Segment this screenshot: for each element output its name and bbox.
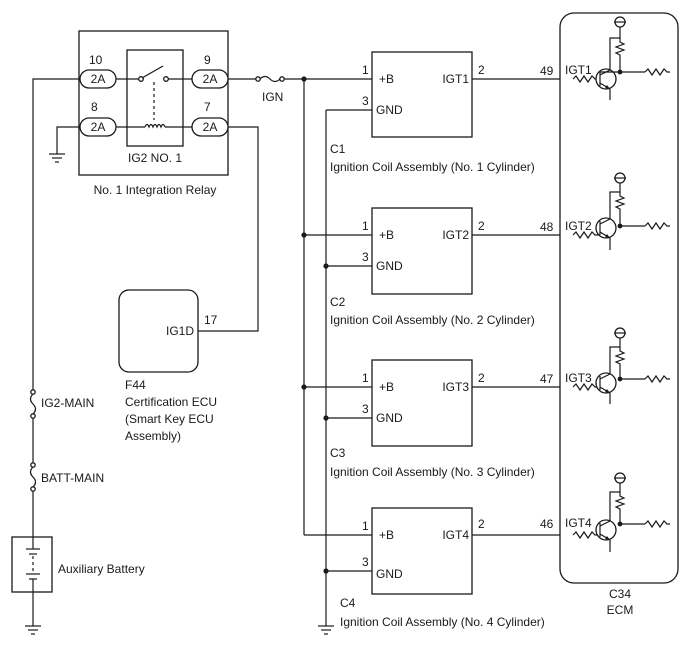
ecu-name-line: Certification ECU	[125, 395, 217, 409]
ecm-label-igt3: IGT3	[565, 371, 592, 385]
coil-1-gnd-label: GND	[376, 103, 403, 117]
relay-name: No. 1 Integration Relay	[94, 183, 217, 197]
coil-2-igt-label: IGT2	[442, 228, 469, 242]
coil-4-pin-gnd: 3	[362, 555, 369, 569]
coil-3-pin-out: 2	[478, 371, 485, 385]
junction-dot	[323, 568, 329, 574]
coil-4-name: Ignition Coil Assembly (No. 4 Cylinder)	[340, 615, 545, 629]
coil-3-gnd-label: GND	[376, 411, 403, 425]
ecm-label-igt4: IGT4	[565, 516, 592, 530]
ecm-label-igt1: IGT1	[565, 63, 592, 77]
coil-3-igt-label: IGT3	[442, 380, 469, 394]
coil-2-pin-out: 2	[478, 219, 485, 233]
connector-label: 2A	[203, 120, 218, 134]
ground-icon	[25, 625, 41, 635]
coil-3-name: Ignition Coil Assembly (No. 3 Cylinder)	[330, 465, 535, 479]
coil-1-pin-out: 2	[478, 63, 485, 77]
coil-1-box	[371, 51, 473, 138]
junction-dot	[301, 76, 307, 82]
certification-ecu: IG1D 17 F44 Certification ECU (Smart Key…	[118, 289, 218, 443]
ignition-coil-2: +B GND IGT2 1 3 2 C2 Ignition Coil Assem…	[301, 207, 573, 327]
junction-dot	[323, 263, 329, 269]
ecu-pin-name: IG1D	[166, 324, 194, 338]
fuse-ig2-main-icon	[29, 389, 37, 419]
transistor-icon	[572, 16, 670, 100]
relay-coil	[144, 123, 166, 129]
coil-1-code: C1	[330, 142, 346, 156]
coil-3-pin-b: 1	[362, 371, 369, 385]
pin-number: 10	[89, 53, 103, 67]
pin-number: 8	[91, 100, 98, 114]
coil-2-name: Ignition Coil Assembly (No. 2 Cylinder)	[330, 313, 535, 327]
coil-2-pin-gnd: 3	[362, 250, 369, 264]
ecm-name: ECM	[607, 603, 634, 617]
transistor-icon	[572, 172, 670, 250]
coil-1-igt-label: IGT1	[442, 72, 469, 86]
relay-ig2-no1	[126, 49, 184, 147]
battery-label: Auxiliary Battery	[58, 562, 145, 576]
fuse-label-ig2-main: IG2-MAIN	[41, 396, 94, 410]
ecm-pin-49: 49	[540, 64, 554, 78]
certification-ecu-box	[118, 289, 199, 373]
integration-relay: 2A 2A 2A 2A 10 8 9 7 IG2 NO. 1 No. 1 Int…	[78, 30, 229, 197]
ignition-coil-4: +B GND IGT4 1 3 2 C4 Ignition Coil Assem…	[304, 507, 573, 629]
fuse-label-ign: IGN	[262, 90, 283, 104]
battery-icon	[11, 536, 53, 593]
transistor-icon	[572, 327, 670, 404]
coil-2-code: C2	[330, 295, 346, 309]
pin-number: 7	[204, 100, 211, 114]
switch-blade	[141, 65, 164, 79]
coil-2-pin-b: 1	[362, 219, 369, 233]
junction-dot	[301, 384, 307, 390]
pin-number: 9	[204, 53, 211, 67]
coil-4-box	[371, 507, 473, 595]
ecm-pin-47: 47	[540, 372, 554, 386]
ecu-name-line: (Smart Key ECU	[125, 412, 214, 426]
ecm-box	[559, 12, 679, 584]
coil-2-b-label: +B	[379, 228, 394, 242]
relay-sub-name: IG2 NO. 1	[128, 151, 182, 165]
junction-dot	[301, 232, 307, 238]
switch-contact	[163, 76, 169, 82]
transistor-icon	[572, 472, 670, 552]
coil-4-gnd-label: GND	[376, 567, 403, 581]
ecu-code: F44	[125, 378, 146, 392]
fuse-label-batt-main: BATT-MAIN	[41, 471, 104, 485]
coil-4-pin-out: 2	[478, 517, 485, 531]
ignition-coil-3: +B GND IGT3 1 3 2 C3 Ignition Coil Assem…	[301, 359, 573, 479]
ecm-pin-48: 48	[540, 220, 554, 234]
coil-3-code: C3	[330, 446, 346, 460]
junction-dot	[323, 415, 329, 421]
ecm-pin-46: 46	[540, 517, 554, 531]
ecm-label-igt2: IGT2	[565, 219, 592, 233]
coil-3-pin-gnd: 3	[362, 402, 369, 416]
coil-1-pin-gnd: 3	[362, 94, 369, 108]
ignition-coil-1: +B GND IGT1 1 3 2 C1 Ignition Coil Assem…	[301, 51, 573, 174]
fuse-ign-icon	[255, 75, 285, 83]
coil-1-name: Ignition Coil Assembly (No. 1 Cylinder)	[330, 160, 535, 174]
fuse-batt-main-icon	[29, 462, 37, 492]
coil-3-b-label: +B	[379, 380, 394, 394]
connector-label: 2A	[203, 72, 218, 86]
ground-icon	[318, 625, 334, 635]
coil-4-pin-b: 1	[362, 519, 369, 533]
ecu-name-line: Assembly)	[125, 429, 181, 443]
coil-3-box	[371, 359, 473, 447]
coil-4-igt-label: IGT4	[442, 528, 469, 542]
ecm-code: C34	[609, 587, 631, 601]
coil-2-gnd-label: GND	[376, 259, 403, 273]
coil-1-pin-b: 1	[362, 63, 369, 77]
connector-label: 2A	[91, 72, 106, 86]
ecu-pin-number: 17	[204, 313, 218, 327]
connector-label: 2A	[91, 120, 106, 134]
coil-1-b-label: +B	[379, 72, 394, 86]
ecm: C34 ECM 49 48 47 46 IGT1 IGT2 IGT3 IGT4	[540, 12, 679, 617]
ground-icon	[49, 153, 65, 163]
coil-2-box	[371, 207, 473, 295]
coil-4-code: C4	[340, 596, 356, 610]
coil-4-b-label: +B	[379, 528, 394, 542]
